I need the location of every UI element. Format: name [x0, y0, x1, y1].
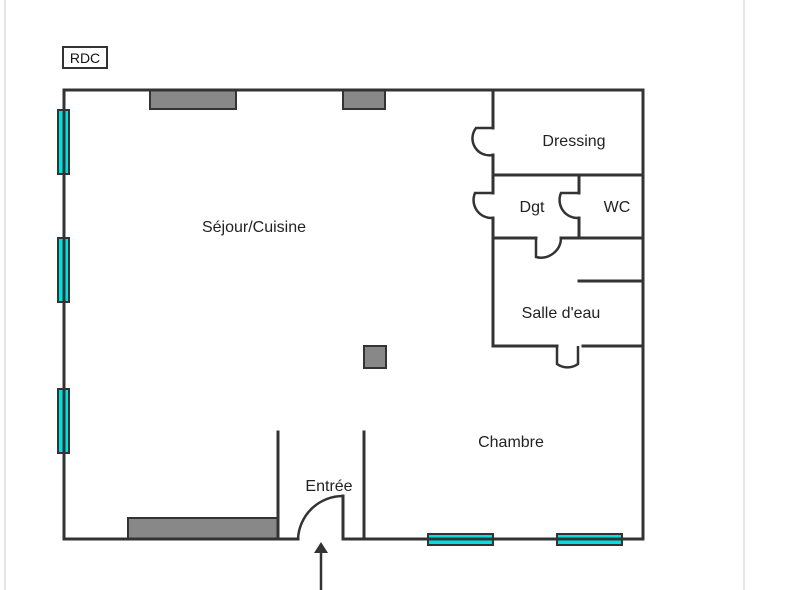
door-wc — [558, 191, 580, 220]
fixture-top-right — [342, 89, 386, 110]
room-label-chambre: Chambre — [478, 434, 544, 451]
room-label-entree: Entrée — [305, 478, 352, 495]
fixtures — [127, 89, 387, 540]
door-dgt-bottom — [534, 237, 563, 259]
door-dressing — [471, 126, 494, 157]
doors — [296, 126, 580, 540]
fixture-bottom — [127, 517, 279, 540]
room-label-dressing: Dressing — [542, 133, 605, 150]
room-label-sejour: Séjour/Cuisine — [202, 219, 306, 236]
room-label-salle-eau: Salle d'eau — [522, 305, 601, 322]
pillar — [363, 345, 387, 369]
fixture-top-left — [149, 89, 237, 110]
level-label: RDC — [70, 50, 100, 66]
room-label-wc: WC — [604, 199, 631, 216]
arrow-head — [314, 542, 328, 553]
door-entree — [296, 494, 345, 540]
door-salle-eau — [555, 346, 580, 369]
walls — [62, 88, 645, 541]
door-dgt — [472, 191, 494, 220]
level-tag: RDC — [62, 46, 108, 69]
entrance-arrow — [314, 542, 328, 590]
room-label-dgt: Dgt — [520, 199, 545, 216]
